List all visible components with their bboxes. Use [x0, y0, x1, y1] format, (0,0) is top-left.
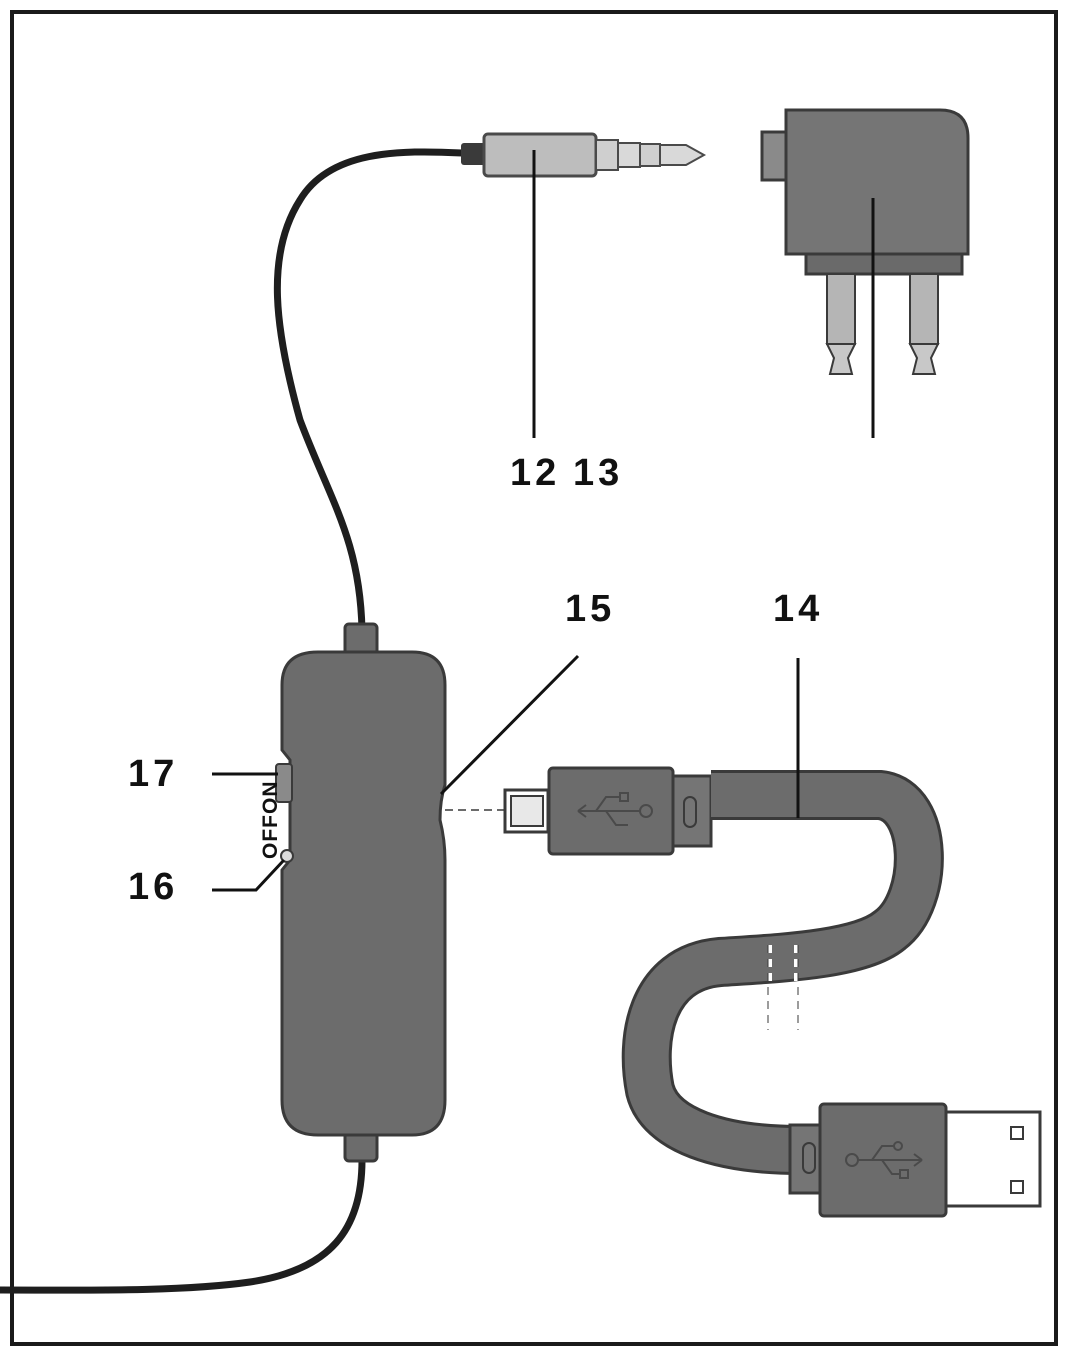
callout-13: 13 [573, 452, 624, 494]
airline-adapter [760, 108, 970, 375]
callout-17: 17 [128, 753, 179, 795]
usb-symbol-icon [577, 792, 653, 826]
status-led [280, 849, 294, 863]
power-switch[interactable] [275, 763, 293, 803]
leader-line-15 [439, 654, 580, 796]
audio-cable-upper [273, 148, 463, 631]
jack-plug [461, 132, 707, 178]
callout-16: 16 [128, 866, 179, 908]
audio-cable-lower [0, 1159, 366, 1294]
switch-label: OFFON [259, 780, 282, 860]
control-unit-body [280, 650, 447, 1137]
cable-break-marks [767, 945, 799, 1030]
callout-14: 14 [773, 588, 824, 630]
usb-symbol-icon-2 [845, 1141, 923, 1179]
callout-12: 12 [510, 452, 561, 494]
leader-line-16 [212, 858, 286, 892]
callout-15: 15 [565, 588, 616, 630]
control-unit [275, 622, 447, 1163]
